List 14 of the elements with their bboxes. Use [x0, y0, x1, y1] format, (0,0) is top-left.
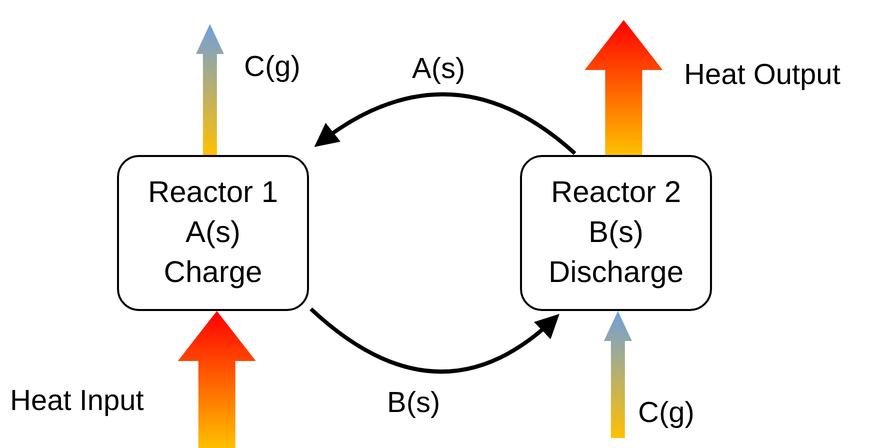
reactor-box	[117, 155, 309, 311]
block-arrow	[178, 311, 256, 448]
node-text: Reactor 2	[550, 175, 682, 211]
node-text: Reactor 1	[148, 175, 278, 211]
block-arrow	[584, 20, 663, 155]
block-arrow	[604, 311, 632, 438]
node-text: Discharge	[548, 255, 684, 291]
block-arrow	[196, 24, 224, 155]
node-text: A(s)	[186, 215, 240, 251]
node-text: B(s)	[588, 215, 644, 251]
reactor-box	[520, 155, 712, 311]
node-text: Charge	[164, 255, 262, 291]
curved-arrow	[310, 307, 560, 374]
curved-arrow	[314, 92, 576, 155]
